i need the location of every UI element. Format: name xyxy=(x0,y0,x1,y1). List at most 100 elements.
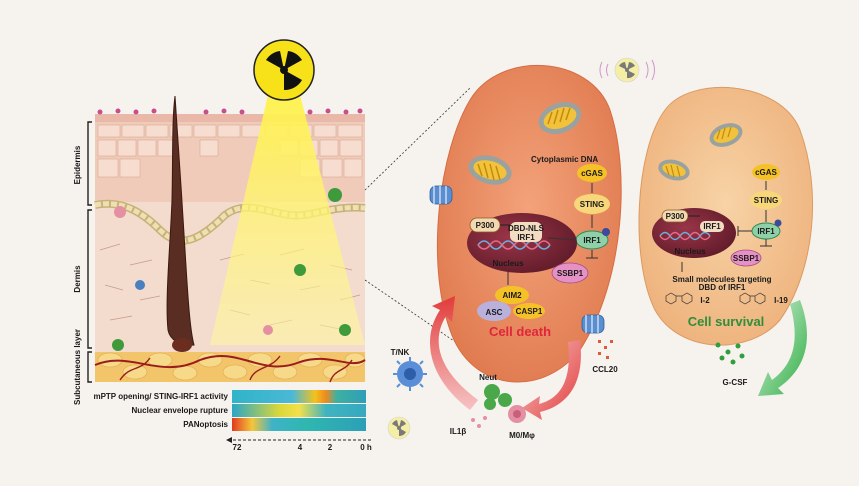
cell-death-label: Cell death xyxy=(489,324,551,339)
p300-label: P300 xyxy=(476,221,495,230)
timeline-tick-2: 2 xyxy=(328,443,333,452)
timeline-row-label-1: mPTP opening/ STING-IRF1 activity xyxy=(93,392,228,401)
tnk-label: T/NK xyxy=(391,348,410,357)
timeline-heatmap: mPTP opening/ STING-IRF1 activity Nuclea… xyxy=(93,390,372,452)
immune-cell-green xyxy=(112,339,124,351)
irf1-nuc-label: IRF1 xyxy=(517,233,535,242)
ssbp1-label: SSBP1 xyxy=(557,269,584,278)
il1b-dots xyxy=(471,416,487,428)
ccl20-dots xyxy=(598,340,613,359)
molecule-structure-icon xyxy=(665,292,766,305)
stratum-corneum xyxy=(95,114,365,122)
skin-section: Epidermis Dermis Subcutaneous layer xyxy=(73,95,366,405)
phospho-p-icon xyxy=(602,228,610,236)
radiation-icon xyxy=(253,39,315,101)
timeline-row-label-2: Nuclear envelope rupture xyxy=(132,406,229,415)
aim2-label: AIM2 xyxy=(502,291,522,300)
p300-label: P300 xyxy=(666,212,685,221)
mitochondrion-icon xyxy=(538,102,582,134)
mitochondrion-icon xyxy=(468,155,512,185)
immune-cell-pink xyxy=(263,325,273,335)
pore-icon xyxy=(429,185,453,205)
mitochondrion-icon xyxy=(709,123,743,147)
mac-label: M0/Mφ xyxy=(509,431,535,440)
ssbp1-node xyxy=(730,249,762,267)
cgas-node xyxy=(752,164,780,180)
irf1-nuc-label: IRF1 xyxy=(703,222,721,231)
hair-bulb xyxy=(172,338,192,352)
zoom-line-top xyxy=(364,87,471,191)
arrow-irf1-nucleus xyxy=(547,237,577,241)
radiation-small-icon xyxy=(599,57,655,83)
surviving-cell: cGAS STING IRF1 Nucleus P300 IRF1 SSBP1 … xyxy=(638,86,814,346)
timeline-tick-4: 4 xyxy=(298,443,303,452)
dying-cell: Cytoplasmic DNA cGAS STING IRF1 Nucleus … xyxy=(436,64,622,383)
immune-cell-pink xyxy=(114,206,126,218)
immune-cell-blue xyxy=(135,280,145,290)
radiation-beam xyxy=(210,95,365,345)
surface-dots xyxy=(97,108,363,115)
timeline-arrowhead xyxy=(226,437,232,443)
il1b-label: IL1β xyxy=(450,427,467,436)
immune-cell-green xyxy=(328,188,342,202)
small-mol-label-2: DBD of IRF1 xyxy=(699,283,746,292)
layer-label-dermis: Dermis xyxy=(73,265,82,293)
red-arrow-down xyxy=(522,340,581,420)
pore-icon xyxy=(581,314,605,334)
timeline-row-label-3: PANoptosis xyxy=(183,420,228,429)
macrophage-icon xyxy=(508,405,526,423)
timeline-tick-72: 72 xyxy=(233,443,242,452)
gcsf-label: G-CSF xyxy=(723,378,748,387)
dbd-nls-label: DBD-NLS xyxy=(508,224,545,233)
dna-helix-2 xyxy=(477,240,551,250)
ssbp1-node xyxy=(551,262,589,284)
blood-vessel-branches xyxy=(119,355,353,383)
immune-cell-green xyxy=(294,264,306,276)
mitochondrion-icon xyxy=(658,159,690,181)
phospho-p-icon xyxy=(774,219,782,227)
cgas-node xyxy=(577,164,607,182)
layer-label-subcutaneous: Subcutaneous layer xyxy=(73,329,82,405)
blood-vessel xyxy=(94,355,366,369)
dna-helix xyxy=(659,231,711,241)
casp1-label: CASP1 xyxy=(516,307,543,316)
irf1-nuc-box xyxy=(700,221,724,232)
dna-helix-2 xyxy=(659,231,711,241)
nucleus-label: Nucleus xyxy=(674,247,706,256)
sting-node xyxy=(574,194,610,214)
i2-label: I-2 xyxy=(700,296,710,305)
timeline-tick-0h: 0 h xyxy=(360,443,372,452)
green-arrow-down xyxy=(758,300,807,396)
cyto-dna-label: Cytoplasmic DNA xyxy=(531,155,598,164)
inhibit-ssbp1 xyxy=(586,250,598,259)
heat-row-3 xyxy=(232,418,366,431)
cgas-label: cGAS xyxy=(755,168,777,177)
tnk-cell-icon xyxy=(393,357,427,391)
nucleus-label: Nucleus xyxy=(492,259,524,268)
sting-label: STING xyxy=(754,196,778,205)
cgas-label: cGAS xyxy=(581,169,603,178)
ssbp1-label: SSBP1 xyxy=(733,254,760,263)
small-mol-label: Small molecules targeting xyxy=(672,275,771,284)
aim2-node xyxy=(495,286,529,304)
i19-label: I-19 xyxy=(774,296,788,305)
cell-survival-label: Cell survival xyxy=(688,314,765,329)
inhibit-ssbp1 xyxy=(760,239,772,247)
dbd-nls-box xyxy=(510,222,542,242)
radiation-small-icon-bottom xyxy=(387,416,411,440)
sting-node xyxy=(750,191,782,209)
surviving-cell-membrane xyxy=(638,86,814,346)
immune-cell-green xyxy=(339,324,351,336)
sting-label: STING xyxy=(580,200,604,209)
casp1-node xyxy=(513,303,545,319)
heat-row-2 xyxy=(232,404,366,417)
layer-brackets xyxy=(87,121,92,383)
zoom-line-bottom xyxy=(364,279,471,353)
red-arrow-up xyxy=(430,296,478,410)
neut-label: Neut xyxy=(479,373,497,382)
neutrophil-icon xyxy=(484,384,512,410)
asc-label: ASC xyxy=(486,308,503,317)
irf1-label: IRF1 xyxy=(583,236,601,245)
